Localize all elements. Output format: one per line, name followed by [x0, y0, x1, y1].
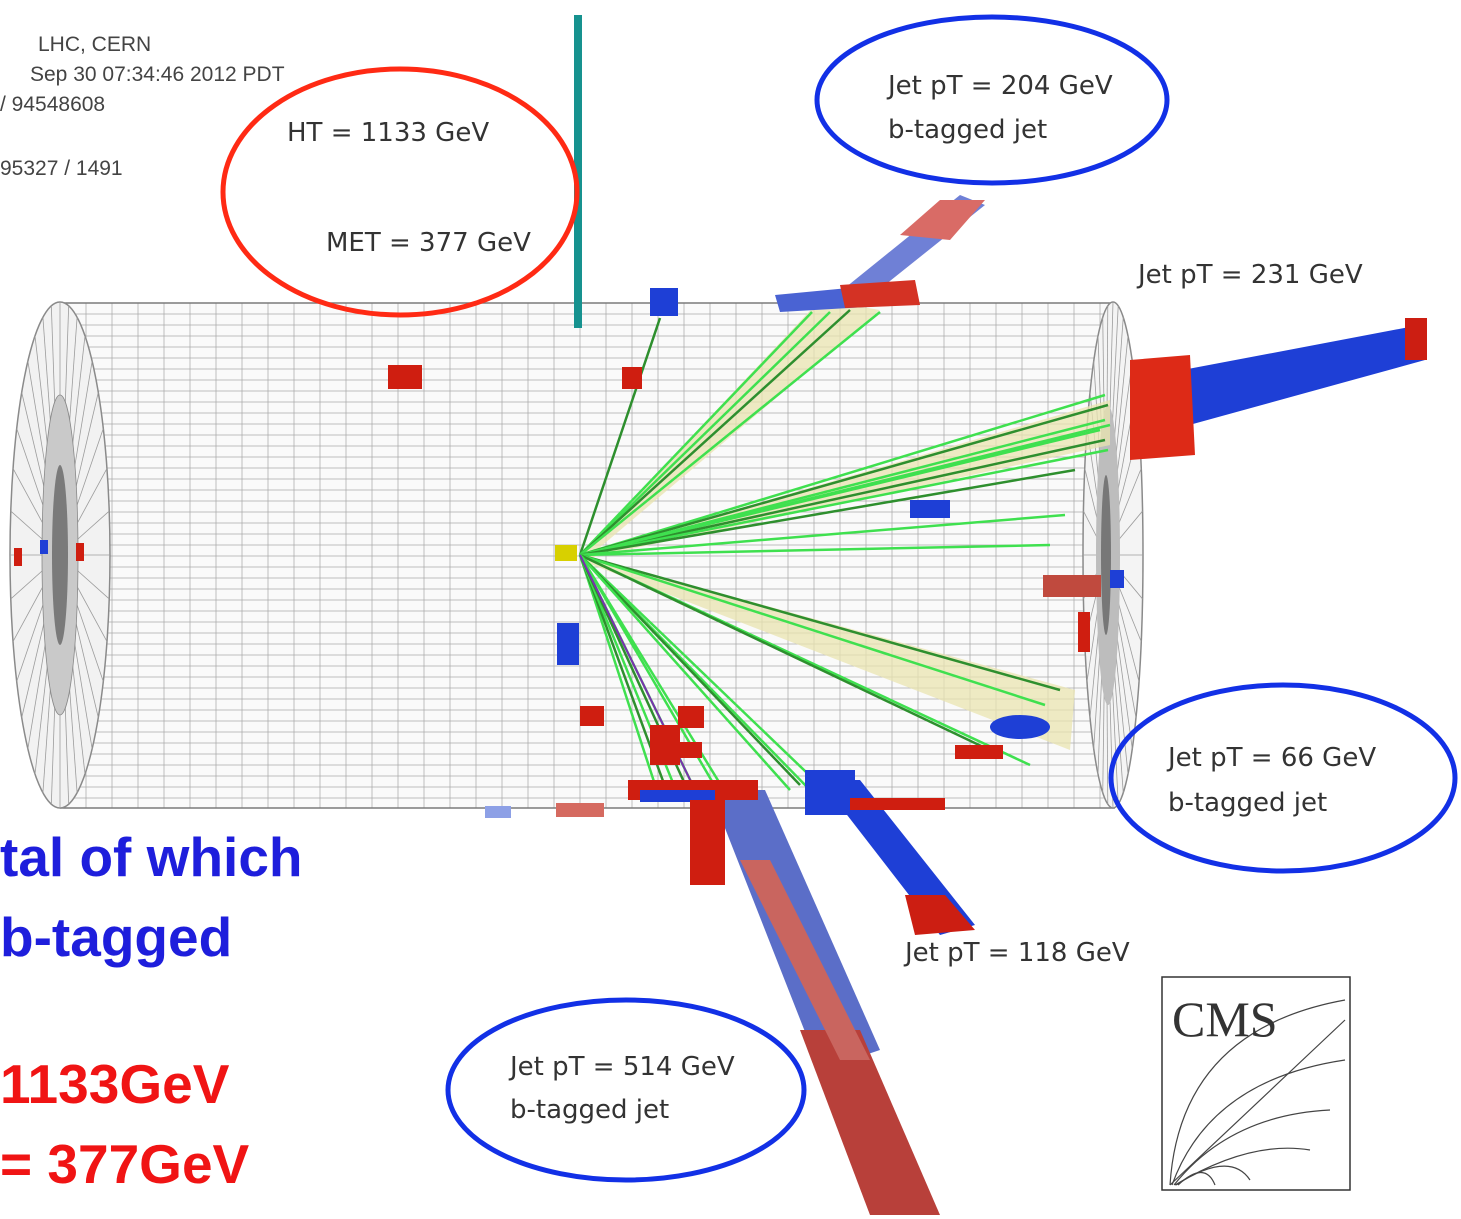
jet-204-pt-label: Jet pT = 204 GeV — [888, 71, 1113, 101]
jet-tower-514-red — [800, 1030, 940, 1215]
charged-track — [579, 311, 881, 556]
charged-track — [578, 554, 662, 801]
charged-track — [579, 311, 813, 556]
cell — [485, 806, 511, 818]
cell — [690, 800, 725, 885]
met-line — [574, 15, 582, 328]
cell — [678, 706, 704, 728]
charged-track — [579, 554, 831, 796]
cms-logo-text: CMS — [1172, 991, 1278, 1047]
charged-track — [579, 553, 1061, 692]
jet-tower-231-tip — [1405, 318, 1427, 360]
cell — [640, 790, 715, 802]
charged-track — [578, 554, 732, 801]
jet-tower-118-red — [905, 895, 975, 935]
cell — [1110, 570, 1124, 588]
charged-track — [579, 513, 1066, 557]
cell — [955, 745, 1003, 759]
jet-514-circle — [445, 997, 807, 1183]
cell — [650, 288, 678, 316]
left-endcap — [9, 301, 111, 809]
jet-tower-231 — [1130, 325, 1425, 440]
cell — [672, 742, 702, 758]
jet-66-tag-label: b-tagged jet — [1168, 788, 1328, 818]
cell — [1043, 575, 1101, 597]
ht-met-circle — [220, 66, 580, 318]
cell — [580, 706, 604, 726]
event-info-line1: LHC, CERN — [38, 33, 152, 56]
cell — [850, 798, 945, 810]
charged-track — [579, 553, 1001, 757]
side-text-line3: 1133GeV — [0, 1053, 230, 1115]
charged-track — [579, 554, 791, 791]
charged-track — [579, 553, 1046, 707]
jet-231-pt-label: Jet pT = 231 GeV — [1138, 260, 1363, 290]
ht-label: HT = 1133 GeV — [287, 118, 490, 148]
cell — [1078, 612, 1090, 652]
cell — [622, 367, 642, 389]
cell — [556, 803, 604, 817]
jet-204-circle — [814, 14, 1170, 186]
charged-track — [579, 309, 851, 556]
met-label: MET = 377 GeV — [326, 228, 531, 258]
cell — [76, 543, 84, 561]
side-text-line1: tal of which — [0, 826, 303, 888]
event-info-line4: 95327 / 1491 — [0, 157, 123, 180]
charged-track — [579, 468, 1076, 557]
cell — [555, 545, 577, 561]
charged-track — [579, 448, 1109, 557]
charged-tracks — [578, 309, 1111, 801]
jet-514-pt-label: Jet pT = 514 GeV — [510, 1052, 735, 1082]
cell — [14, 548, 22, 566]
cell — [557, 623, 579, 665]
charged-track — [579, 543, 1051, 557]
charged-track — [578, 317, 662, 556]
jet-118-pt-label: Jet pT = 118 GeV — [905, 938, 1130, 968]
jet-tower-231-ecal — [1130, 355, 1195, 460]
charged-track — [579, 403, 1109, 557]
jet-tower-514-red-edge — [740, 860, 870, 1060]
jet-66-pt-label: Jet pT = 66 GeV — [1168, 743, 1377, 773]
side-text-line4: = 377GeV — [0, 1133, 250, 1195]
jet-66-circle — [1108, 682, 1458, 874]
cell — [388, 365, 422, 389]
jet-tower-204-base-red — [840, 280, 920, 308]
charged-track — [579, 311, 831, 556]
charged-track — [579, 554, 801, 786]
jet-tower-204-red — [900, 200, 985, 240]
charged-track — [579, 423, 1111, 557]
charged-track — [579, 438, 1106, 557]
event-info-line3: / 94548608 — [0, 93, 106, 116]
jet-204-tag-label: b-tagged jet — [888, 115, 1048, 145]
cell — [910, 500, 950, 518]
cell — [990, 715, 1050, 739]
cell — [805, 770, 855, 815]
cell — [40, 540, 48, 554]
side-text-line2: b-tagged — [0, 906, 233, 968]
jet-514-tag-label: b-tagged jet — [510, 1095, 670, 1125]
calorimeter-deposits — [14, 195, 1427, 1215]
charged-track — [579, 393, 1106, 557]
cms-logo — [1161, 976, 1351, 1191]
event-info-line2: Sep 30 07:34:46 2012 PDT — [30, 63, 285, 86]
